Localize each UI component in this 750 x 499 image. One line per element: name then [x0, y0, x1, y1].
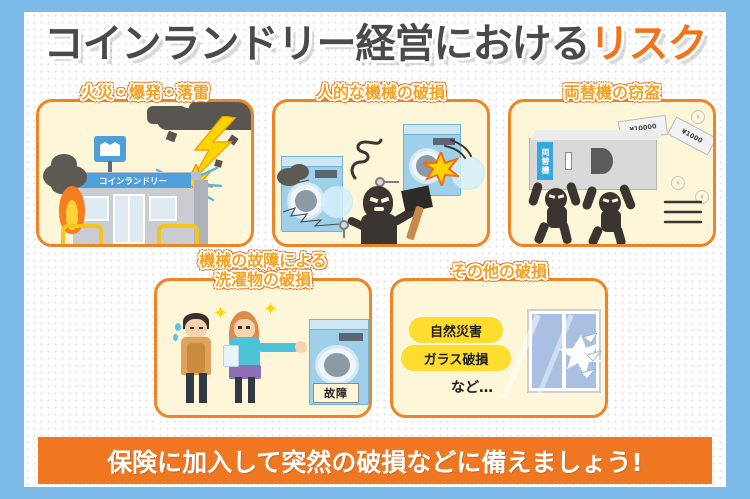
- person-face: [185, 319, 207, 339]
- coin-icon: ¥: [671, 176, 685, 190]
- risk-card-breakdown-heading-line1: 機械の故障による: [199, 251, 327, 270]
- risk-card-fire-heading: 火災・爆発・落雷: [80, 83, 209, 102]
- glass-shard-icon: [581, 333, 603, 380]
- laundry-sign-board: [94, 136, 126, 162]
- window-pane-left: [532, 314, 562, 388]
- person-pointing-arm: [257, 343, 299, 352]
- impact-rays-icon: [444, 139, 472, 159]
- person-eye: [238, 326, 242, 329]
- risk-card-theft-heading: 両替機の窃盗: [563, 83, 660, 102]
- risk-card-fire: 火災・爆発・落雷: [36, 83, 254, 247]
- page-title: コインランドリー経営におけるリスク: [0, 18, 750, 70]
- screw-icon: [339, 220, 349, 238]
- bollard-icon: [157, 224, 199, 244]
- footer-banner: 保険に加入して突然の破損などに備えましょう!: [38, 437, 712, 484]
- person-leg: [199, 373, 207, 403]
- spark-icon: ✦: [213, 303, 229, 324]
- coin-icon: ¥: [691, 110, 705, 124]
- risk-pill-glass-damage: ガラス破損: [401, 345, 511, 371]
- risk-card-vandalism-heading: 人的な機械の破損: [316, 83, 445, 102]
- change-machine-label: 両替機: [537, 142, 553, 180]
- shop-window: [81, 196, 109, 221]
- speed-lines-icon: [663, 200, 703, 224]
- person-leg: [235, 377, 242, 403]
- person-hand: [295, 341, 307, 353]
- person-eye: [199, 327, 203, 329]
- washer-control-panel: [315, 170, 337, 178]
- washer-control-panel: [339, 333, 363, 341]
- person-face: [234, 319, 255, 339]
- banknote-1000: ¥1000: [666, 116, 713, 156]
- thief-head: [545, 188, 567, 210]
- bubble-icon: [321, 186, 353, 218]
- person-leg: [186, 373, 194, 403]
- risk-card-vandalism: 人的な機械の破損: [272, 83, 490, 247]
- spring-coil-icon: [350, 138, 383, 180]
- vandal-smashing-washer-illustration: [275, 102, 487, 244]
- risk-card-breakdown-heading-line2: 洗濯物の破損: [214, 270, 311, 289]
- person-apron: [187, 343, 205, 373]
- smoke-icon: [289, 164, 309, 180]
- spark-icon: ✦: [263, 299, 279, 320]
- impact-burst-icon: [423, 152, 459, 186]
- page-title-accent: リスク: [589, 21, 708, 67]
- risk-card-breakdown-heading: 機械の故障による 洗濯物の破損: [157, 251, 369, 289]
- coin-icon: ¥: [695, 190, 709, 204]
- laundromat-fire-lightning-illustration: コインランドリー: [39, 102, 251, 244]
- shop-sign-label: コインランドリー: [75, 173, 191, 188]
- person-eye: [246, 326, 250, 329]
- door-divider: [128, 194, 130, 244]
- thieves-carrying-change-machine-illustration: ¥10000 ¥1000 ¥ ¥ ¥ 両替機: [511, 102, 713, 244]
- fire-inner-icon: [66, 200, 78, 230]
- washer-drum: [324, 353, 350, 377]
- cloud-shard-icon: [165, 130, 178, 143]
- bill-slot: [591, 148, 613, 174]
- lightning-bolt-icon: [190, 116, 237, 182]
- out-of-order-tag: 故障: [313, 383, 359, 403]
- person-eye: [190, 327, 194, 329]
- washer-drum: [295, 190, 317, 212]
- broken-washer-customers-illustration: ✦ ✦ 故障: [157, 281, 369, 415]
- thief-leg: [612, 225, 627, 244]
- glass-shatter-icon: [559, 335, 603, 377]
- thief-leg: [587, 225, 604, 244]
- storm-cloud-icon: [189, 102, 249, 122]
- page-title-main: コインランドリー経営における: [43, 21, 591, 67]
- person-leg: [248, 377, 255, 403]
- risk-card-theft: 両替機の窃盗 ¥10000 ¥1000 ¥ ¥ ¥ 両替機: [508, 83, 716, 247]
- sign-pole: [108, 161, 112, 173]
- vandal-mouth: [374, 207, 384, 211]
- bubble-icon: [451, 156, 485, 190]
- risk-card-other-heading: その他の破損: [450, 262, 547, 281]
- risk-pill-natural-disaster: 自然災害: [409, 317, 503, 343]
- footer-message: 保険に加入して突然の破損などに備えましょう!: [107, 447, 643, 477]
- risk-card-breakdown: 機械の故障による 洗濯物の破損: [154, 251, 372, 418]
- broken-glass-window-illustration: 自然災害 ガラス破損 など…: [393, 281, 605, 415]
- laundry-item: [223, 345, 239, 367]
- sweat-drop-icon: [175, 323, 181, 331]
- thief-leg: [533, 221, 550, 244]
- storm-cloud-icon: [147, 106, 187, 124]
- vandal-head: [363, 186, 393, 218]
- risk-etc-label: など…: [451, 380, 493, 396]
- coin-slot: [565, 152, 572, 170]
- sweat-drop-icon: [173, 334, 178, 341]
- thief-leg: [558, 221, 573, 244]
- content-panel: [24, 12, 726, 487]
- shop-window: [149, 196, 177, 221]
- risk-card-other: その他の破損 自然災害 ガラス破損 など…: [390, 262, 608, 418]
- change-machine-top: [530, 130, 664, 140]
- washer-control-panel: [433, 138, 455, 145]
- bollard-icon: [61, 224, 103, 244]
- person-skirt: [229, 365, 261, 379]
- thief-head: [599, 192, 621, 214]
